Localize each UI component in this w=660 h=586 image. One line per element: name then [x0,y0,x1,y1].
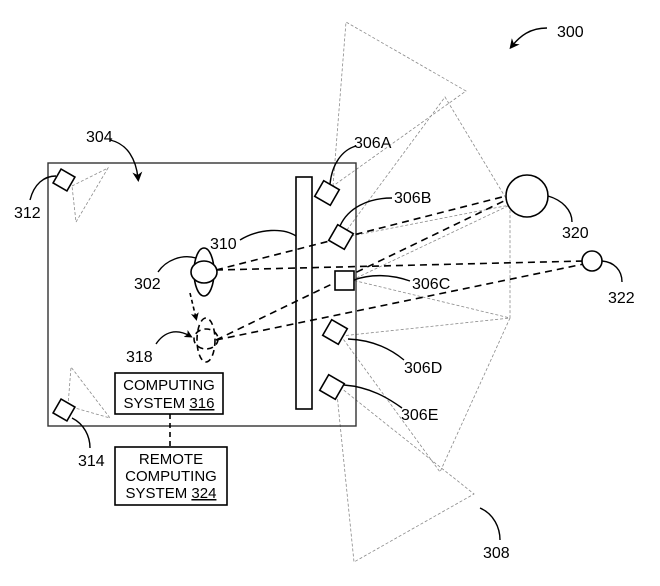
user-leader [157,256,197,273]
sensor-306a: 306A [313,135,392,207]
fov-group-label: 308 [483,545,510,562]
sensor-label: 314 [78,453,105,470]
sensor-label: 306D [404,360,442,377]
remote-line1: REMOTE [139,451,203,468]
display-panel [295,176,313,410]
object-320: 320 [505,174,589,242]
sensor-icon [51,167,77,193]
figure-label: 300 [557,24,584,41]
user-head-icon [190,260,218,284]
sensor-leader [343,384,403,409]
sensor-leader [29,175,57,201]
environment-arrow-icon [109,139,143,182]
fields-of-view [67,21,511,563]
sensor-label: 306A [354,135,392,152]
object-label: 322 [608,290,635,307]
computing-system-line2: SYSTEM 316 [124,395,215,412]
user-moved-label: 318 [126,349,153,366]
user-302: 302 [134,247,218,297]
sensor-leader [347,338,405,361]
sensor-icon [318,373,346,401]
environment-label: 304 [86,129,113,146]
fov-306b [340,96,511,239]
remote-computing-system-324: REMOTE COMPUTING SYSTEM 324 [114,446,228,506]
sight-lines [215,195,585,341]
fov-306a [332,21,467,187]
computing-system-316: COMPUTING SYSTEM 316 [114,372,224,415]
sensor-leader [353,274,411,282]
object-large-icon [505,174,549,218]
environment-room [47,162,357,427]
sensor-label: 306C [412,276,450,293]
user-moved-head-icon [193,328,219,350]
fov-314 [67,365,112,419]
sensor-icon [321,318,349,346]
sensor-label: 306B [394,190,431,207]
sensor-leader [339,197,393,227]
figure-reference: 300 [509,24,584,50]
sensor-icon [327,223,355,251]
sensor-314: 314 [51,397,105,470]
sensor-306b: 306B [327,190,431,251]
user-moved-body-icon [196,317,216,363]
fov-306c [350,204,511,319]
object-leader [547,195,573,223]
sensor-leader [329,145,357,185]
user-moved-arrow-icon [155,330,193,345]
sensor-icon [51,397,77,423]
object-label: 320 [562,225,589,242]
remote-line3: SYSTEM 324 [126,485,217,502]
remote-line2: COMPUTING [125,468,217,485]
sensor-icon [313,179,341,207]
figure-arrow-icon [509,27,548,50]
sensor-leader [71,417,91,449]
fov-306e [335,383,475,563]
remote-computing-system-box [114,446,228,506]
movement-arrow-icon [189,292,199,321]
sensor-306c: 306C [334,270,450,293]
fov-312 [71,167,110,224]
sensor-label: 312 [14,205,41,222]
object-322: 322 [581,250,635,307]
object-leader [601,260,623,283]
user-318: 318 [126,317,219,366]
computing-system-box [114,372,224,415]
fov-group-leader [479,507,501,541]
sensor-icon [334,270,355,291]
object-small-icon [581,250,603,272]
display-label: 310 [210,236,237,253]
sensor-306e: 306E [318,373,438,424]
computing-system-line1: COMPUTING [123,377,215,394]
display-leader [239,229,297,241]
user-label: 302 [134,276,161,293]
sensor-label: 306E [401,407,438,424]
sensor-306d: 306D [321,318,442,377]
sensor-312: 312 [14,167,77,222]
